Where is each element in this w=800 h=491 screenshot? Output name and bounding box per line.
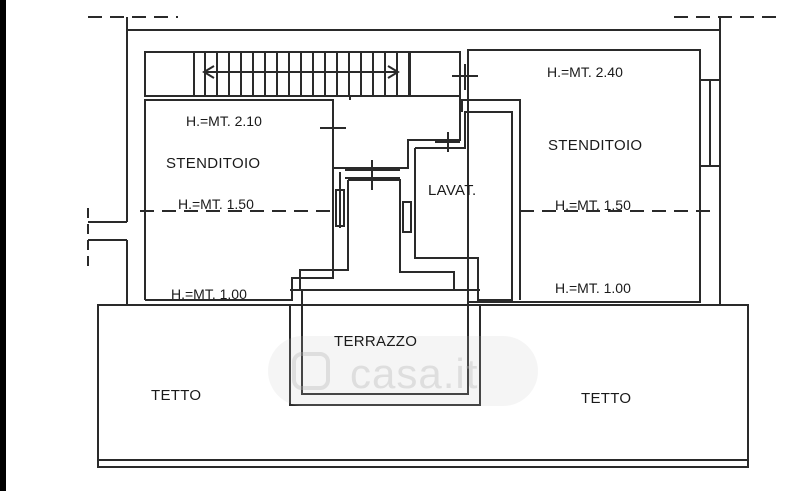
room-label-tetto-left: TETTO	[151, 387, 202, 404]
watermark-logo-icon	[292, 352, 330, 390]
room-label-terrazzo: TERRAZZO	[334, 333, 418, 350]
room-label-stenditoio-right: STENDITOIO	[548, 137, 643, 154]
room-label-stenditoio-left: STENDITOIO	[166, 155, 261, 172]
height-label-left-bottom: H.=MT. 1.00	[171, 286, 247, 302]
height-label-right-mid: H.=MT. 1.50	[555, 197, 631, 213]
watermark-text: casa.it	[350, 350, 479, 397]
room-label-tetto-right: TETTO	[581, 390, 632, 407]
left-border	[0, 0, 6, 491]
walls	[87, 16, 776, 468]
height-label-right-top: H.=MT. 2.40	[547, 64, 623, 80]
room-label-lavat: LAVAT.	[428, 182, 477, 199]
height-label-left-top: H.=MT. 2.10	[186, 113, 262, 129]
height-label-right-bottom: H.=MT. 1.00	[555, 280, 631, 296]
height-label-left-mid: H.=MT. 1.50	[178, 196, 254, 212]
watermark-backdrop	[268, 336, 538, 406]
